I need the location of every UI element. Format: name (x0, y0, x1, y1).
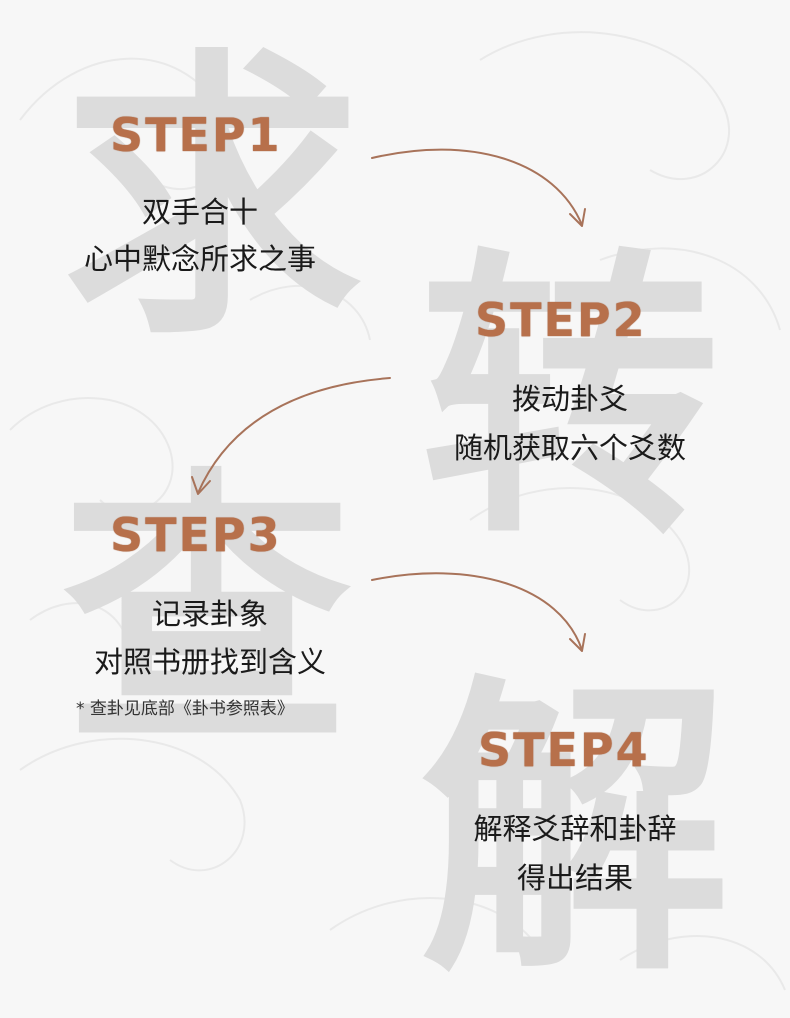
step4-line-2: 得出结果 (420, 864, 730, 893)
step2-line-2: 随机获取六个爻数 (420, 434, 720, 463)
step3-title: STEP3 (110, 512, 282, 558)
step4-line-1: 解释爻辞和卦辞 (420, 815, 730, 844)
step1-title: STEP1 (110, 112, 282, 158)
step1-line-2: 心中默念所求之事 (60, 245, 340, 274)
step3-note: * 查卦见底部《卦书参照表》 (76, 701, 294, 718)
step4-title: STEP4 (478, 727, 650, 773)
step2-line-1: 拨动卦爻 (420, 385, 720, 414)
step3-line-2: 对照书册找到含义 (60, 648, 360, 677)
step3-line-1: 记录卦象 (60, 600, 360, 629)
step1-line-1: 双手合十 (60, 198, 340, 227)
step2-title: STEP2 (475, 297, 647, 343)
